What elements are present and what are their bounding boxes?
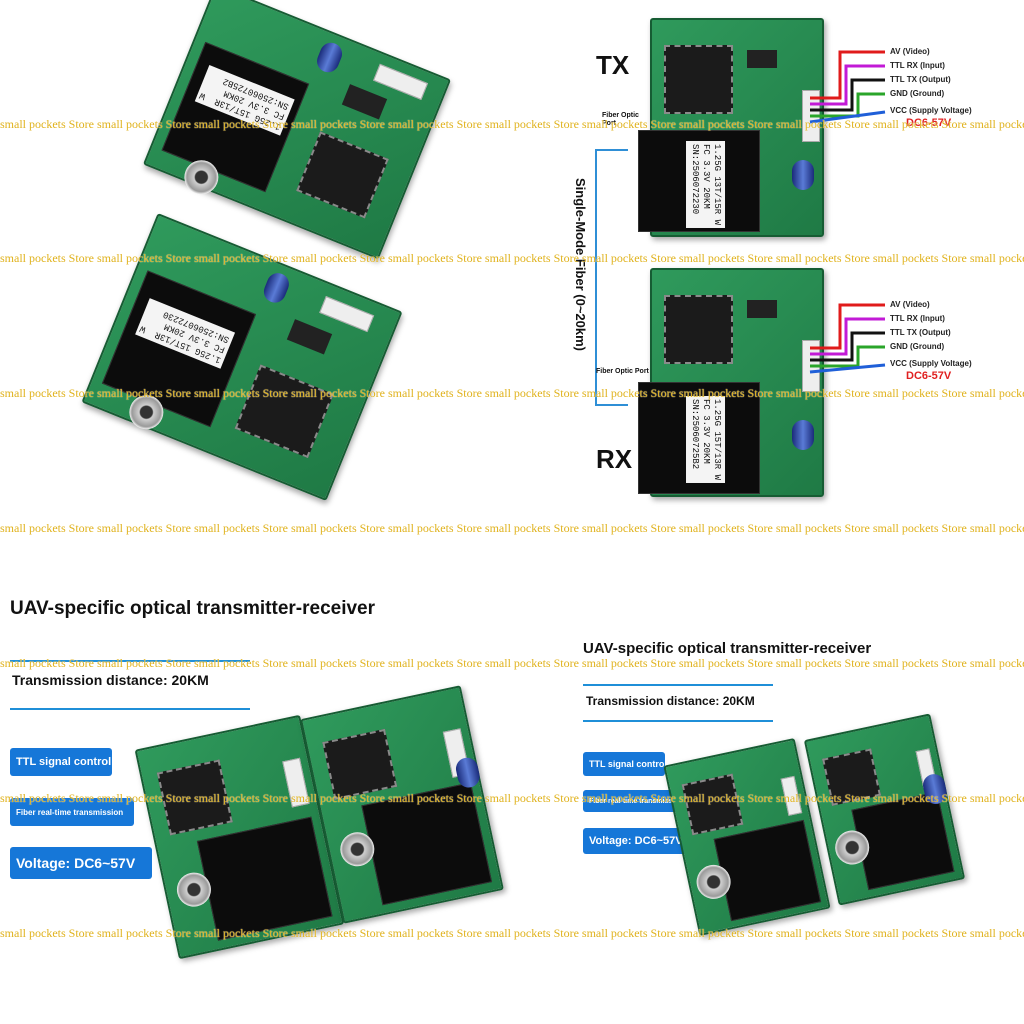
promo-panel-left: UAV-specific optical transmitter-receive… <box>0 560 520 1024</box>
rx-dc-label: DC6-57V <box>906 370 952 382</box>
divider <box>583 684 773 686</box>
wire-gnd <box>810 92 885 118</box>
wire-vcc <box>809 363 886 374</box>
optical-module <box>196 816 333 941</box>
rx-ttl-tx-label: TTL TX (Output) <box>890 328 951 337</box>
optical-module <box>361 782 493 906</box>
pin-connector <box>282 757 310 808</box>
optical-module <box>713 819 822 922</box>
capacitor <box>792 160 814 190</box>
promo-title: UAV-specific optical transmitter-receive… <box>10 598 376 619</box>
wire-gnd <box>810 345 885 368</box>
wire-lines: Single-Mode Fiber (0~20km) <box>573 50 886 406</box>
tx-label: TX <box>596 50 630 80</box>
main-chip <box>322 728 398 800</box>
wire-ttl-tx <box>810 78 885 112</box>
tx-dc-label: DC6-57V <box>906 117 952 129</box>
rx-av-label: AV (Video) <box>890 300 930 309</box>
feature-ttl: TTL signal control <box>10 748 112 776</box>
product-photo-top-left: 1.25G 15T/13R W FC 3.3V 20KM SN:25060725… <box>81 0 452 502</box>
rx-ttl-rx-label: TTL RX (Input) <box>890 314 945 323</box>
main-chip <box>156 759 233 836</box>
small-chip <box>341 84 388 120</box>
promo-panel-right: UAV-specific optical transmitter-receive… <box>580 600 1024 1024</box>
board-a <box>663 737 831 937</box>
promo-title: UAV-specific optical transmitter-receive… <box>583 640 872 657</box>
divider <box>10 708 250 710</box>
promo-distance: Transmission distance: 20KM <box>12 672 209 688</box>
tx-vcc-label: VCC (Supply Voltage) <box>890 106 972 115</box>
rx-board: 1.25G 15T/13R W FC 3.3V 20KM SN:25060725… <box>638 268 824 497</box>
tx-gnd-label: GND (Ground) <box>890 89 945 98</box>
capacitor <box>313 39 346 76</box>
promo-distance: Transmission distance: 20KM <box>586 694 755 708</box>
feature-fiber: Fiber real-time transmission <box>583 790 683 812</box>
fiber-port-label-rx: Fiber Optic Port <box>596 368 649 375</box>
board-b: 1.25G 15T/13R W FC 3.3V 20KM SN:25060725… <box>142 0 452 260</box>
main-chip <box>681 773 744 836</box>
fiber-port-label-tx: Fiber Optic Port <box>602 112 639 127</box>
feature-fiber: Fiber real-time transmission <box>10 798 134 826</box>
capacitor <box>792 420 814 450</box>
divider <box>583 720 773 722</box>
small-chip <box>747 300 777 318</box>
pin-connector <box>373 63 429 100</box>
wire-vcc <box>809 110 886 124</box>
main-chip <box>664 45 733 114</box>
main-chip <box>822 748 881 806</box>
board-b <box>803 713 966 906</box>
watermark-row: small pockets Store small pockets Store … <box>0 521 1024 535</box>
tx-board: 1.25G 13T/15R W FC 3.3V 20KM SN:25060722… <box>638 18 824 237</box>
feature-voltage: Voltage: DC6~57V <box>583 828 691 854</box>
fiber-line <box>595 149 628 406</box>
rx-vcc-label: VCC (Supply Voltage) <box>890 359 972 368</box>
feature-voltage: Voltage: DC6~57V <box>10 847 152 879</box>
divider <box>10 660 250 662</box>
fiber-label: Single-Mode Fiber (0~20km) <box>573 178 588 351</box>
wire-av <box>810 50 885 100</box>
rx-label: RX <box>596 444 633 474</box>
wire-ttl-tx <box>810 331 885 362</box>
wire-av <box>810 303 885 350</box>
tx-av-label: AV (Video) <box>890 47 930 56</box>
wire-ttl-rx <box>810 64 885 106</box>
tx-ttl-tx-label: TTL TX (Output) <box>890 75 951 84</box>
pin-connector <box>319 296 375 333</box>
main-chip <box>664 295 733 364</box>
wire-ttl-rx <box>810 317 885 356</box>
main-chip <box>234 364 334 459</box>
board-a: 1.25G 15T/13R W FC 3.3V 20KM SN:25060722… <box>81 212 403 502</box>
tx-ttl-rx-label: TTL RX (Input) <box>890 61 945 70</box>
wiring-diagram: TX RX 1.25G 13T/15R W FC 3.3V 20KM SN:25… <box>540 0 1024 510</box>
pin-connector <box>780 775 803 816</box>
main-chip <box>296 131 389 219</box>
feature-ttl: TTL signal control <box>583 752 667 776</box>
rx-gnd-label: GND (Ground) <box>890 342 945 351</box>
small-chip <box>286 319 333 355</box>
capacitor <box>260 269 293 306</box>
small-chip <box>747 50 777 68</box>
